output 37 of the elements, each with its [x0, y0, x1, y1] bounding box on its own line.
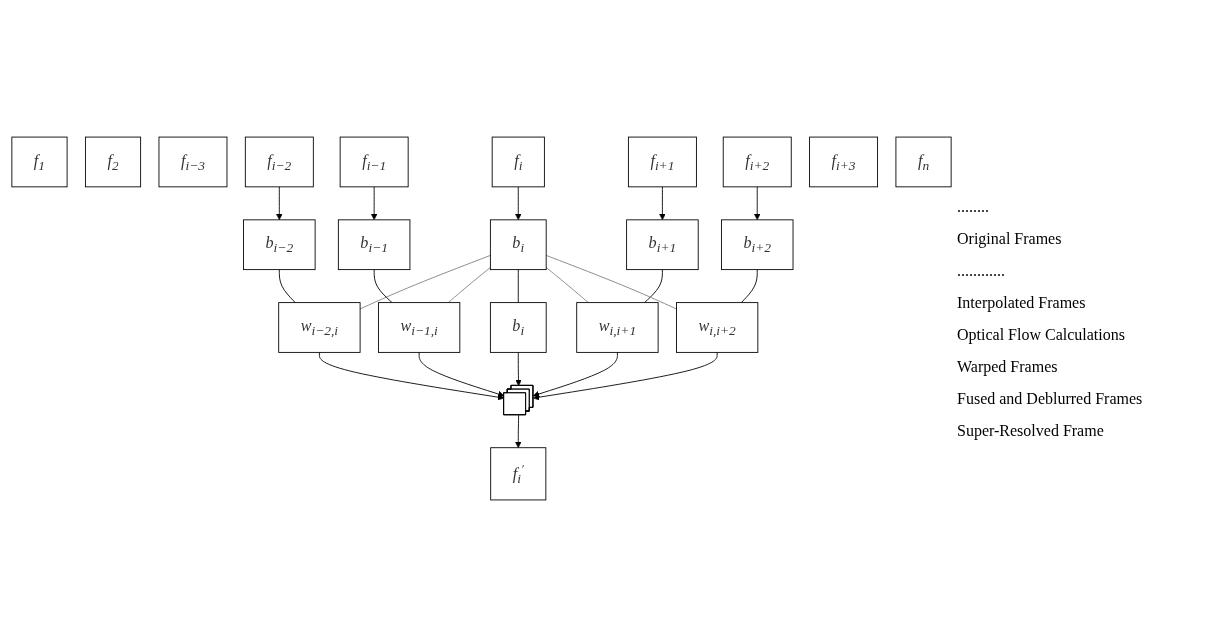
node-box: w$_{i−1,i}$ — [378, 302, 461, 353]
connector — [373, 269, 393, 304]
ellipsis-dots: ............ — [957, 261, 1005, 280]
node-box: f$_{n}$ — [895, 136, 952, 188]
node-box: b$_{i}$ — [489, 302, 547, 353]
connector — [740, 269, 758, 304]
node-box: w$_{i−2,i}$ — [278, 302, 361, 353]
node-box: f$_{i−1}$ — [339, 136, 409, 188]
node-box: f$_{2}$ — [85, 136, 142, 188]
node-box: f$_{i+1}$ — [627, 136, 697, 188]
node-box: w$_{i,i+1}$ — [576, 302, 659, 353]
node-box: b$_{i+2}$ — [721, 219, 794, 271]
connector — [545, 267, 589, 304]
row-label: Interpolated Frames — [957, 293, 1086, 312]
node-box: w$_{i,i+2}$ — [676, 302, 759, 353]
node-box: f$_{i+3}$ — [809, 136, 879, 188]
row-label: Super-Resolved Frame — [957, 421, 1104, 440]
ellipsis-dots: ........ — [957, 197, 989, 216]
connector — [545, 255, 677, 310]
node-box: f$_{i−2}$ — [244, 136, 314, 188]
node-box: b$_{i+1}$ — [626, 219, 699, 271]
connector — [644, 269, 663, 304]
connector — [278, 269, 296, 304]
row-label: Warped Frames — [957, 357, 1058, 376]
node-box: b$_{i−2}$ — [243, 219, 316, 271]
node-box: f$_{i−3}$ — [158, 136, 228, 188]
row-label: Fused and Deblurred Frames — [957, 389, 1143, 408]
node-box: b$_{i−1}$ — [337, 219, 411, 271]
connector — [447, 267, 491, 304]
connector — [517, 269, 519, 304]
node-box: b$_{i}$ — [489, 219, 547, 271]
node-box: f$_{i}$ — [491, 136, 545, 188]
row-label: Original Frames — [957, 229, 1062, 248]
connector — [359, 255, 491, 310]
row-label: Optical Flow Calculations — [957, 325, 1125, 344]
node-box: f$_{i+2}$ — [722, 136, 792, 188]
node-box: f$_{1}$ — [11, 136, 68, 188]
